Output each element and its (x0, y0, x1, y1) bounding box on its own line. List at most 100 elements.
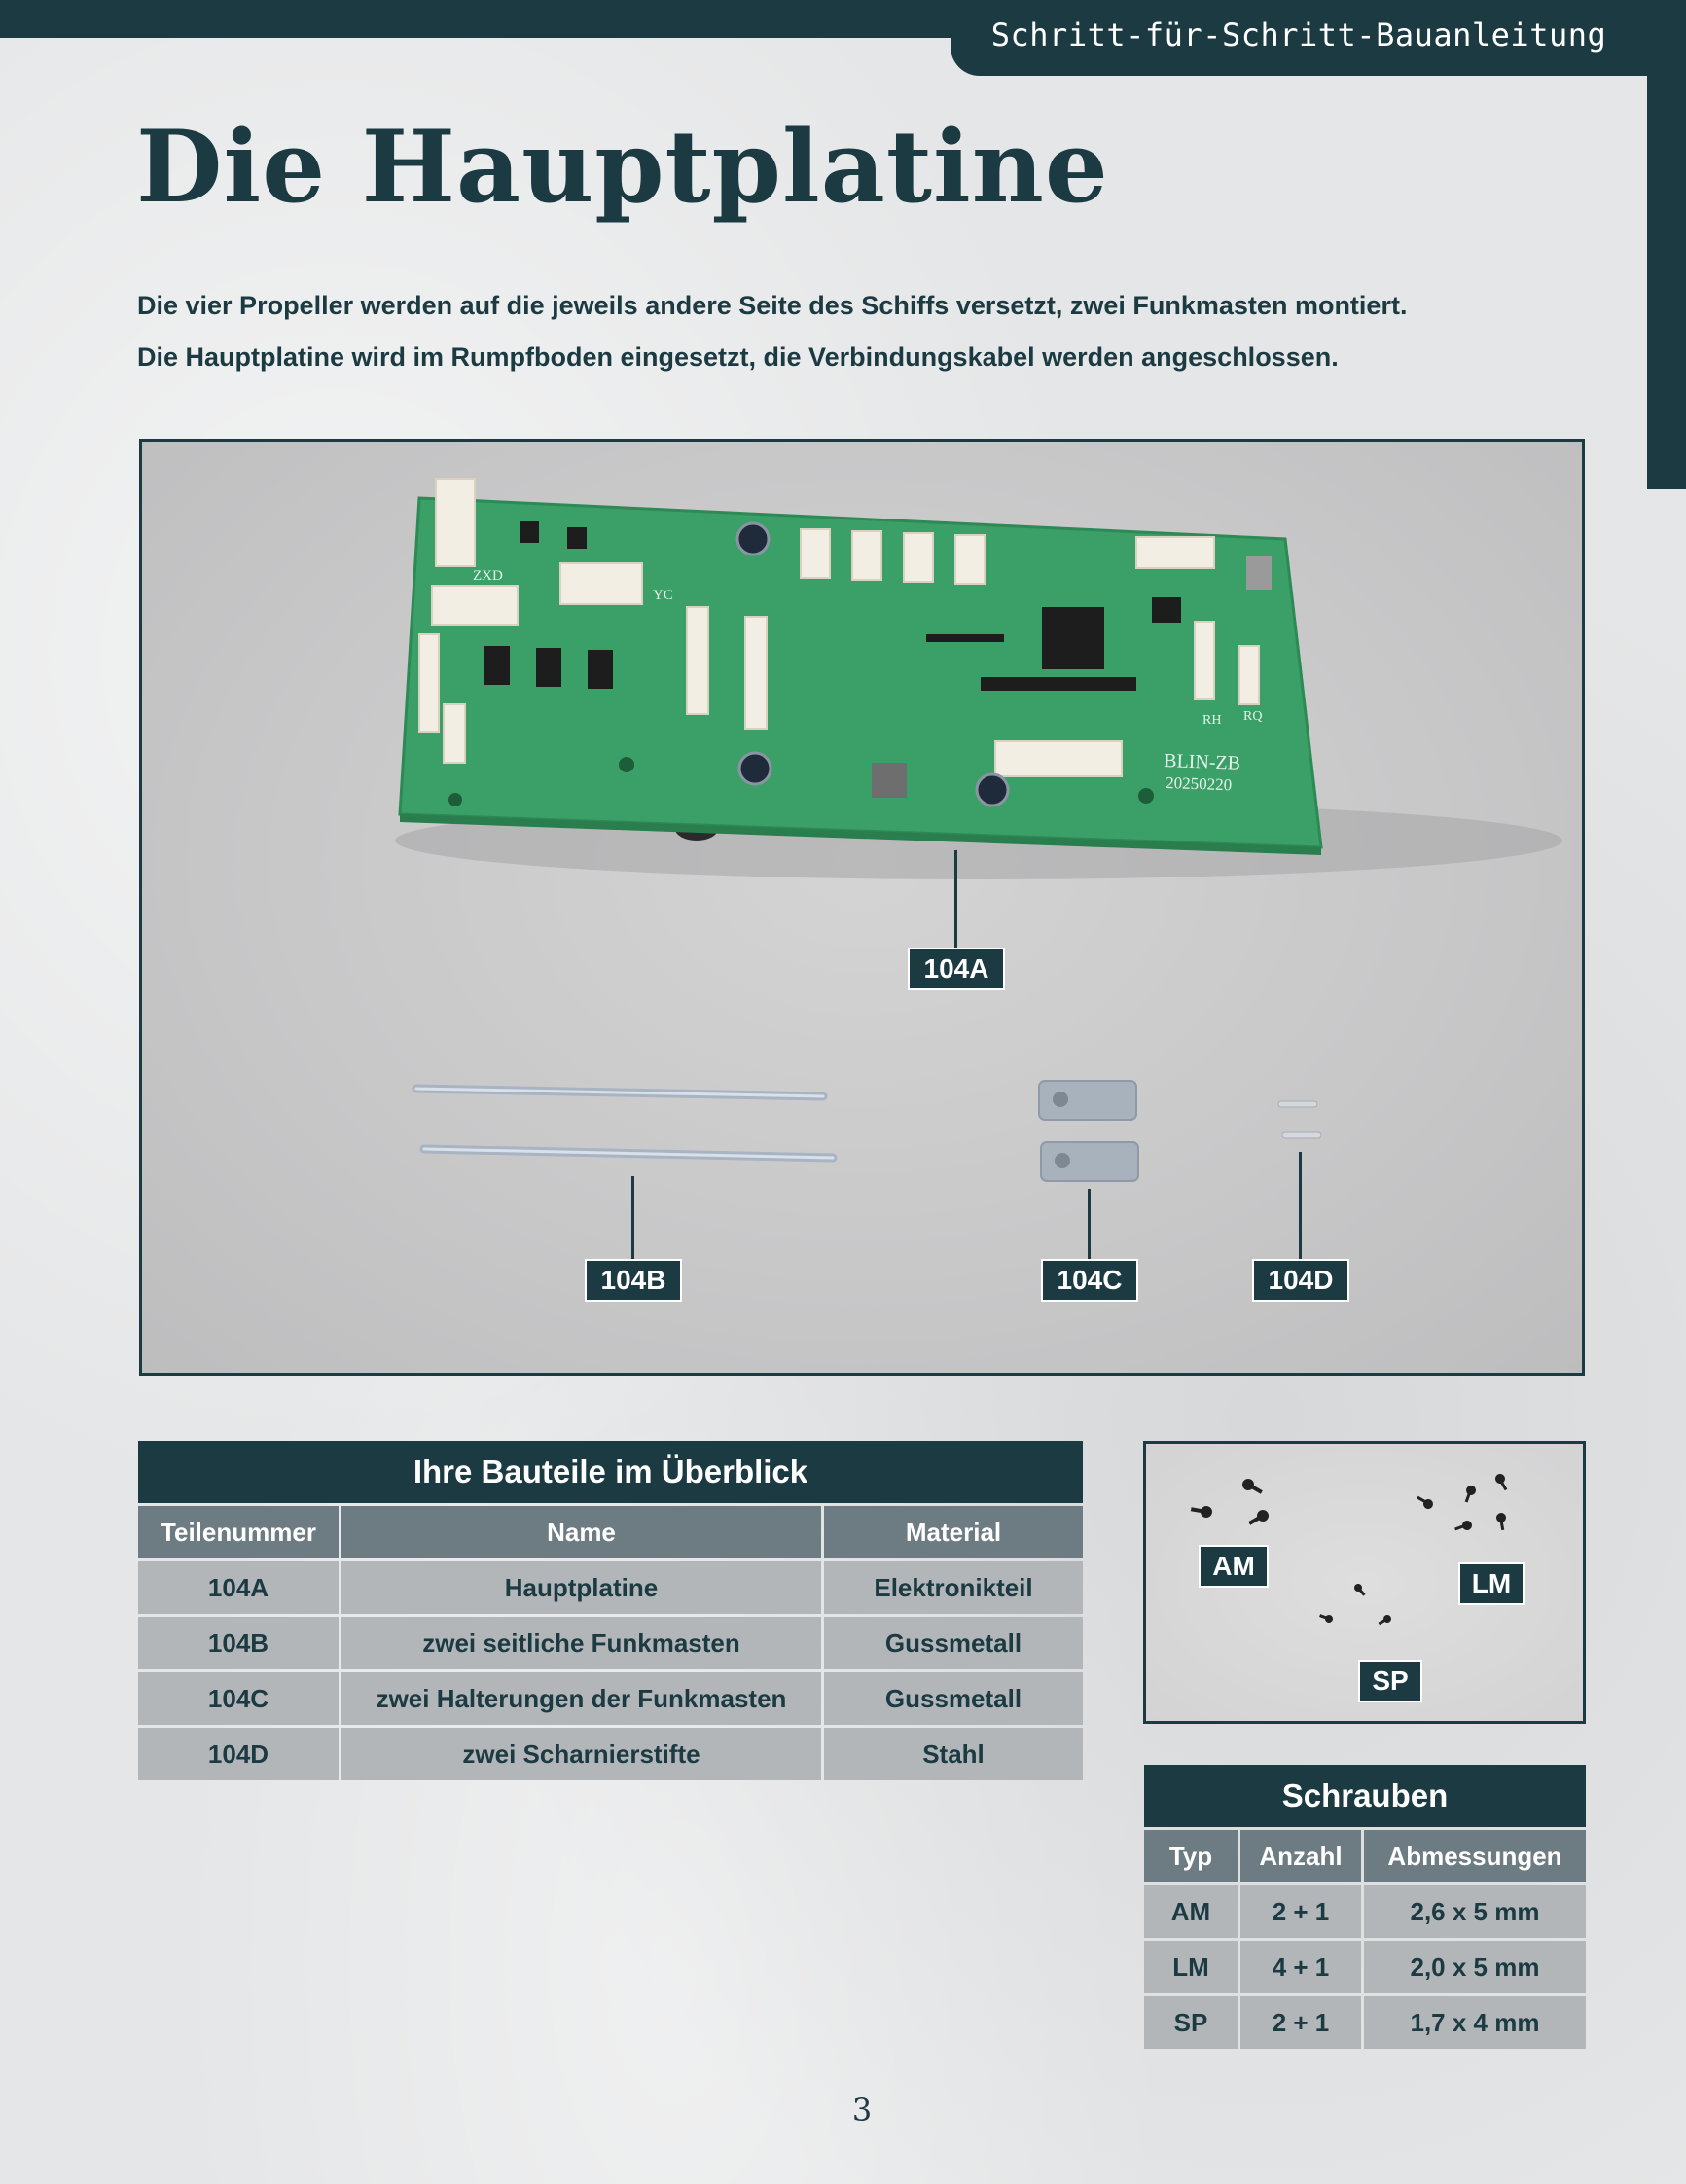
connector (1135, 536, 1215, 569)
silkscreen-rh: RH (1202, 713, 1221, 728)
part-material: Gussmetall (824, 1672, 1083, 1725)
silkscreen-yc: YC (653, 588, 673, 603)
table-row: 104A Hauptplatine Elektronikteil (138, 1561, 1083, 1614)
part-name: zwei Halterungen der Funkmasten (341, 1672, 821, 1725)
section-title: Schritt-für-Schritt-Bauanleitung (990, 17, 1607, 54)
label-am: AM (1199, 1545, 1269, 1588)
screw-dimensions: 2,6 x 5 mm (1364, 1885, 1586, 1938)
screw-quantity: 4 + 1 (1240, 1941, 1361, 1993)
part-name: Hauptplatine (341, 1561, 821, 1614)
silkscreen-rq: RQ (1243, 709, 1262, 724)
hinge-pin (1277, 1100, 1318, 1108)
screw-type: SP (1144, 1996, 1238, 2049)
capacitor (737, 751, 772, 786)
col-header-part-number: Teilenummer (138, 1506, 339, 1558)
parts-photo: BLIN-ZB 20250220 ZXD YC RH RQ 104A 104B … (139, 439, 1585, 1376)
col-header-type: Typ (1144, 1830, 1238, 1882)
intro-line-1: Die vier Propeller werden auf die jeweil… (137, 291, 1408, 320)
mast-holder-hole (1055, 1153, 1070, 1168)
connector (1238, 645, 1260, 705)
connector (903, 532, 934, 583)
part-number: 104C (138, 1672, 339, 1725)
mast-holder (1038, 1080, 1137, 1121)
leader-line-104a (954, 850, 957, 959)
mast-holder-hole (1053, 1092, 1068, 1107)
connector (435, 478, 476, 567)
connector (418, 633, 440, 733)
connector (800, 528, 831, 579)
screws-table-caption: Schrauben (1144, 1765, 1586, 1827)
table-row: 104C zwei Halterungen der Funkmasten Gus… (138, 1672, 1083, 1725)
board-marking-1: BLIN-ZB (1164, 750, 1241, 774)
part-material: Stahl (824, 1728, 1083, 1780)
table-row: SP 2 + 1 1,7 x 4 mm (1144, 1996, 1586, 2049)
label-104d: 104D (1252, 1259, 1349, 1302)
table-row: 104B zwei seitliche Funkmasten Gussmetal… (138, 1617, 1083, 1669)
ic-chip (567, 527, 587, 549)
right-edge-strip (1647, 0, 1686, 489)
ic-chip (536, 648, 561, 687)
leader-line-104b (631, 1176, 634, 1271)
connector (994, 740, 1123, 777)
mounting-hole (619, 757, 634, 772)
connector (954, 534, 986, 585)
part-number: 104A (138, 1561, 339, 1614)
screw-dimensions: 1,7 x 4 mm (1364, 1996, 1586, 2049)
connector (559, 562, 643, 605)
col-header-material: Material (824, 1506, 1083, 1558)
parts-table: Ihre Bauteile im Überblick Teilenummer N… (135, 1438, 1086, 1783)
label-104c: 104C (1041, 1259, 1138, 1302)
screw-quantity: 2 + 1 (1240, 1996, 1361, 2049)
table-row: AM 2 + 1 2,6 x 5 mm (1144, 1885, 1586, 1938)
leader-line-104c (1088, 1189, 1091, 1269)
mast-holder (1040, 1141, 1139, 1182)
label-104b: 104B (585, 1259, 682, 1302)
intro-text: Die vier Propeller werden auf die jeweil… (137, 280, 1577, 383)
part-name: zwei Scharnierstifte (341, 1728, 821, 1780)
parts-table-caption: Ihre Bauteile im Überblick (138, 1441, 1083, 1503)
connector (431, 585, 519, 626)
connector (686, 606, 709, 715)
part-material: Gussmetall (824, 1617, 1083, 1669)
screws-table: Schrauben Typ Anzahl Abmessungen AM 2 + … (1141, 1762, 1589, 2052)
radio-mast-highlight (414, 1087, 825, 1098)
microcontroller-chip (1042, 607, 1104, 669)
silkscreen-zxd: ZXD (473, 568, 503, 584)
leader-line-104d (1299, 1152, 1302, 1269)
hinge-pin (1281, 1131, 1322, 1139)
inductor (872, 763, 907, 798)
mounting-hole (1138, 788, 1154, 804)
screws-photo: AM LM SP (1143, 1441, 1586, 1724)
col-header-quantity: Anzahl (1240, 1830, 1361, 1882)
ic-chip (588, 650, 613, 689)
connector (851, 530, 882, 581)
mounting-hole (448, 793, 462, 806)
label-lm: LM (1458, 1562, 1525, 1605)
part-number: 104B (138, 1617, 339, 1669)
part-number: 104D (138, 1728, 339, 1780)
screws-am (1190, 1479, 1269, 1525)
col-header-dimensions: Abmessungen (1364, 1830, 1586, 1882)
screw-type: LM (1144, 1941, 1238, 1993)
parts-photo-illustration: BLIN-ZB 20250220 ZXD YC RH RQ (395, 478, 1562, 1182)
ic-chip (520, 521, 539, 543)
connector (1194, 621, 1215, 700)
section-header-tab: Schritt-für-Schritt-Bauanleitung (951, 0, 1647, 76)
board-edge (400, 814, 1321, 855)
screws-lm (1417, 1474, 1508, 1531)
screws-sp (1319, 1584, 1391, 1626)
table-row: LM 4 + 1 2,0 x 5 mm (1144, 1941, 1586, 1993)
capacitor (735, 521, 771, 556)
page-title: Die Hauptplatine (136, 109, 1109, 226)
board-marking-2: 20250220 (1166, 773, 1233, 794)
screws-illustration (1190, 1474, 1508, 1626)
intro-line-2: Die Hauptplatine wird im Rumpfboden eing… (137, 342, 1339, 372)
label-sp: SP (1358, 1660, 1422, 1702)
table-row: 104D zwei Scharnierstifte Stahl (138, 1728, 1083, 1780)
ic-chip (1152, 597, 1181, 623)
col-header-name: Name (341, 1506, 821, 1558)
screw-dimensions: 2,0 x 5 mm (1364, 1941, 1586, 1993)
part-material: Elektronikteil (824, 1561, 1083, 1614)
capacitor (975, 772, 1010, 807)
component-row (926, 634, 1004, 642)
